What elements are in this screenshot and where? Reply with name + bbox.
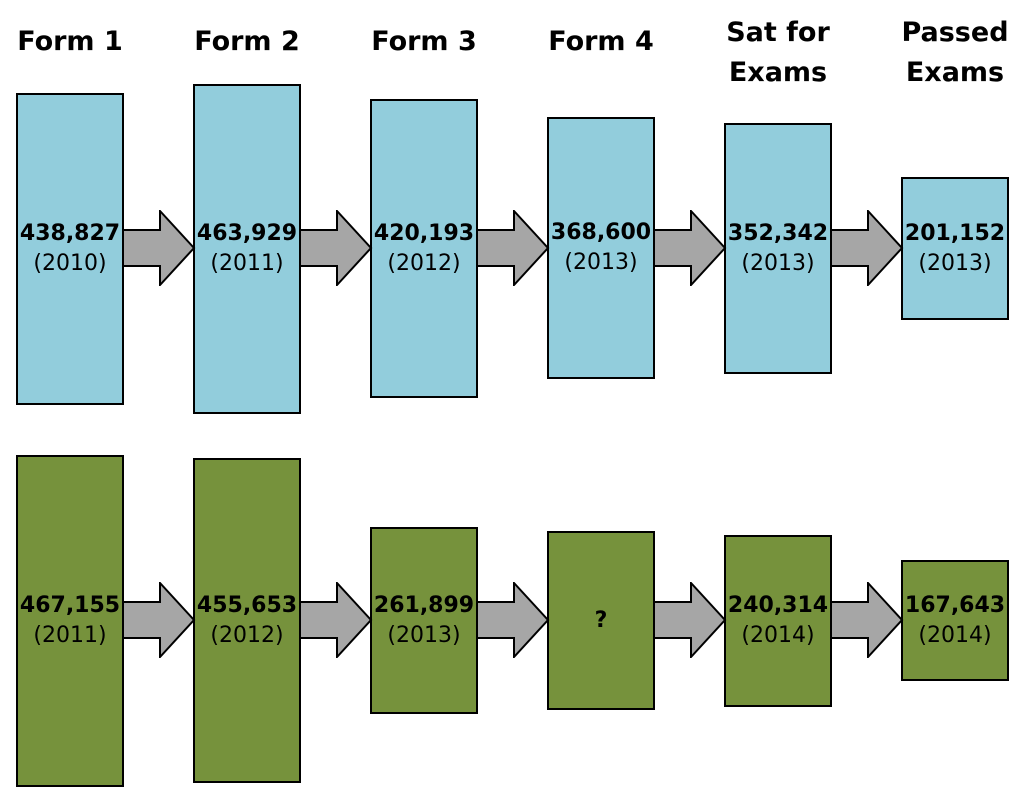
box-year: (2011) <box>210 251 284 276</box>
box-value: 420,193 <box>373 220 475 246</box>
box-value: 438,827 <box>19 221 121 246</box>
box-year: (2013) <box>741 250 815 276</box>
arrow-right-icon <box>476 210 550 286</box>
box-year: (2011) <box>33 623 107 648</box>
box-value: 201,152 <box>904 220 1006 246</box>
header-sat-for-exams: Sat for Exams <box>726 17 830 88</box>
arrow-right-icon <box>830 210 904 286</box>
box-year: (2014) <box>741 623 815 648</box>
box-year: (2010) <box>33 251 107 276</box>
arrow-right-icon <box>476 582 550 658</box>
box-value: ? <box>594 607 608 633</box>
arrow-right-icon <box>830 582 904 658</box>
box-year: (2013) <box>918 250 992 276</box>
cohort-2-form-2-box: 455,653 (2012) <box>193 458 301 783</box>
cohort-1-form-1-box: 438,827 (2010) <box>16 93 124 405</box>
cohort-2-form-1-box: 467,155 (2011) <box>16 455 124 787</box>
box-value: 240,314 <box>727 593 829 618</box>
arrow-right-icon <box>299 582 373 658</box>
arrow-right-icon <box>122 210 196 286</box>
cohort-2-form-3-box: 261,899 (2013) <box>370 527 478 714</box>
header-form-4: Form 4 <box>548 26 654 57</box>
box-year: (2013) <box>387 622 461 648</box>
arrow-right-icon <box>299 210 373 286</box>
header-form-1: Form 1 <box>17 26 123 57</box>
box-value: 368,600 <box>550 220 652 245</box>
cohort-2-sat-box: 240,314 (2014) <box>724 535 832 707</box>
box-value: 463,929 <box>196 221 298 246</box>
header-form-2: Form 2 <box>194 26 300 57</box>
header-form-3: Form 3 <box>371 26 477 57</box>
box-value: 352,342 <box>727 220 829 246</box>
header-passed-exams: Passed Exams <box>901 17 1009 88</box>
cohort-1-sat-box: 352,342 (2013) <box>724 123 832 374</box>
box-year: (2012) <box>210 622 284 648</box>
box-value: 467,155 <box>19 593 121 618</box>
box-value: 455,653 <box>196 592 298 618</box>
cohort-1-form-2-box: 463,929 (2011) <box>193 84 301 414</box>
box-year: (2013) <box>564 250 638 275</box>
arrow-right-icon <box>122 582 196 658</box>
cohort-2-passed-box: 167,643 (2014) <box>901 560 1009 681</box>
cohort-1-form-4-box: 368,600 (2013) <box>547 117 655 379</box>
arrow-right-icon <box>653 210 727 286</box>
box-value: 261,899 <box>373 592 475 618</box>
box-value: 167,643 <box>904 592 1006 618</box>
arrow-right-icon <box>653 582 727 658</box>
box-year: (2012) <box>387 250 461 276</box>
cohort-1-form-3-box: 420,193 (2012) <box>370 99 478 398</box>
box-year: (2014) <box>918 622 992 648</box>
cohort-1-passed-box: 201,152 (2013) <box>901 177 1009 320</box>
cohort-2-form-4-box: ? <box>547 531 655 710</box>
